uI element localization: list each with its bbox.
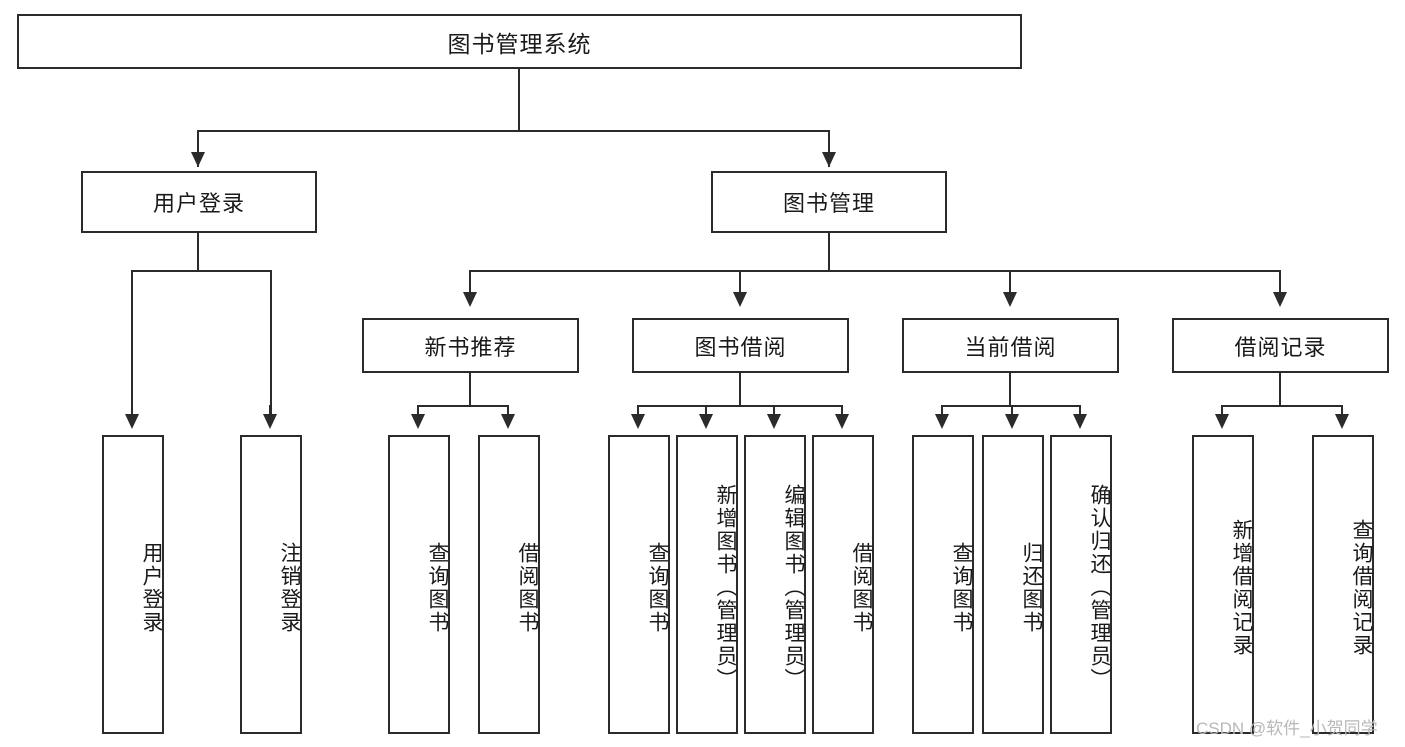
node-borrowing-records[interactable]: 借阅记录 — [1172, 318, 1389, 373]
leaf-node-add-borrow-record[interactable]: 新增借阅记录 — [1192, 435, 1254, 734]
connector-group-bar — [418, 405, 508, 407]
connector-leaf-drop — [1011, 405, 1013, 414]
node-book-management-label: 图书管理 — [782, 191, 875, 216]
connector-leaf-drop — [417, 405, 419, 414]
leaf-node-label: 查询图书 — [426, 541, 449, 634]
leaf-node-query-books-recommend[interactable]: 查询图书 — [388, 435, 450, 734]
connector-arrowhead-icon — [501, 414, 515, 429]
leaf-node-add-book-admin[interactable]: 新增图书（管理员） — [676, 435, 738, 734]
connector-level3-drop — [469, 270, 471, 292]
connector-level3-drop — [1279, 270, 1281, 292]
connector-arrowhead-icon — [935, 414, 949, 429]
connector-level2-drop — [828, 130, 830, 167]
node-user-login-label: 用户登录 — [152, 191, 245, 216]
connector-leaf-drop — [637, 405, 639, 414]
connector-group-bar — [638, 405, 843, 407]
connector-user-login-bar — [132, 270, 271, 272]
connector-leaf-drop — [841, 405, 843, 414]
leaf-node-return-books[interactable]: 归还图书 — [982, 435, 1044, 734]
leaf-node-confirm-return-admin[interactable]: 确认归还（管理员） — [1050, 435, 1112, 734]
connector-level2-bar — [198, 130, 830, 132]
connector-arrowhead-icon — [125, 414, 139, 429]
connector-leaf-drop — [1221, 405, 1223, 414]
node-root-book-management-system[interactable]: 图书管理系统 — [17, 14, 1022, 69]
leaf-node-label: 借阅图书 — [850, 541, 873, 634]
connector-leaf-drop — [1079, 405, 1081, 414]
connector-user-login-drop — [270, 270, 272, 414]
leaf-node-query-books-current[interactable]: 查询图书 — [912, 435, 974, 734]
connector-arrowhead-icon — [699, 414, 713, 429]
connector-arrowhead-icon — [1215, 414, 1229, 429]
connector-level2-drop — [197, 130, 199, 167]
leaf-node-label: 查询图书 — [646, 541, 669, 634]
node-new-book-recommendation[interactable]: 新书推荐 — [362, 318, 579, 373]
connector-group-bar — [1222, 405, 1342, 407]
leaf-node-borrow-books-recommend[interactable]: 借阅图书 — [478, 435, 540, 734]
connector-leaf-drop — [131, 405, 133, 414]
connector-leaf-drop — [1341, 405, 1343, 414]
node-new-book-recommendation-label: 新书推荐 — [424, 334, 517, 360]
leaf-node-label: 用户登录 — [140, 541, 163, 634]
connector-arrowhead-icon — [411, 414, 425, 429]
connector-user-login-stem — [197, 233, 199, 270]
leaf-node-query-books-borrowing[interactable]: 查询图书 — [608, 435, 670, 734]
connector-level3-drop — [739, 270, 741, 292]
leaf-node-label: 查询图书 — [950, 541, 973, 634]
node-book-borrowing-label: 图书借阅 — [694, 334, 787, 360]
connector-group-stem — [739, 373, 741, 405]
connector-arrowhead-icon — [463, 292, 477, 307]
connector-root-stem — [518, 69, 520, 130]
connector-book-mgmt-stem — [828, 233, 830, 270]
node-root-label: 图书管理系统 — [447, 30, 592, 57]
leaf-node-label: 查询借阅记录 — [1350, 518, 1373, 657]
connector-arrowhead-icon — [191, 152, 205, 167]
connector-arrowhead-icon — [1335, 414, 1349, 429]
connector-leaf-drop — [941, 405, 943, 414]
leaf-node-borrow-books-borrowing[interactable]: 借阅图书 — [812, 435, 874, 734]
node-current-borrowing[interactable]: 当前借阅 — [902, 318, 1119, 373]
connector-arrowhead-icon — [1073, 414, 1087, 429]
leaf-node-label: 新增借阅记录 — [1230, 518, 1253, 657]
leaf-node-label: 确认归还（管理员） — [1088, 484, 1111, 691]
connector-arrowhead-icon — [1003, 292, 1017, 307]
leaf-node-label: 编辑图书（管理员） — [782, 484, 805, 691]
leaf-node-label: 借阅图书 — [516, 541, 539, 634]
node-book-management[interactable]: 图书管理 — [711, 171, 947, 233]
connector-arrowhead-icon — [835, 414, 849, 429]
node-user-login[interactable]: 用户登录 — [81, 171, 317, 233]
leaf-node-logout[interactable]: 注销登录 — [240, 435, 302, 734]
leaf-node-label: 新增图书（管理员） — [714, 484, 737, 691]
connector-leaf-drop — [507, 405, 509, 414]
node-book-borrowing[interactable]: 图书借阅 — [632, 318, 849, 373]
leaf-node-label: 归还图书 — [1020, 541, 1043, 634]
connector-user-login-drop — [131, 270, 133, 414]
connector-arrowhead-icon — [733, 292, 747, 307]
connector-arrowhead-icon — [1005, 414, 1019, 429]
node-borrowing-records-label: 借阅记录 — [1234, 334, 1327, 360]
connector-group-stem — [1279, 373, 1281, 405]
connector-leaf-drop — [705, 405, 707, 414]
connector-arrowhead-icon — [631, 414, 645, 429]
node-current-borrowing-label: 当前借阅 — [964, 334, 1057, 360]
connector-group-stem — [1009, 373, 1011, 405]
connector-group-stem — [469, 373, 471, 405]
leaf-node-user-login[interactable]: 用户登录 — [102, 435, 164, 734]
connector-arrowhead-icon — [263, 414, 277, 429]
connector-arrowhead-icon — [1273, 292, 1287, 307]
leaf-node-label: 注销登录 — [278, 541, 301, 634]
connector-arrowhead-icon — [822, 152, 836, 167]
leaf-node-edit-book-admin[interactable]: 编辑图书（管理员） — [744, 435, 806, 734]
connector-leaf-drop — [773, 405, 775, 414]
connector-level3-bar — [470, 270, 1280, 272]
connector-arrowhead-icon — [767, 414, 781, 429]
watermark-text: CSDN @软件_小贺同学 — [1196, 719, 1378, 738]
leaf-node-query-borrow-record[interactable]: 查询借阅记录 — [1312, 435, 1374, 734]
connector-level3-drop — [1009, 270, 1011, 292]
connector-leaf-drop — [269, 405, 271, 414]
